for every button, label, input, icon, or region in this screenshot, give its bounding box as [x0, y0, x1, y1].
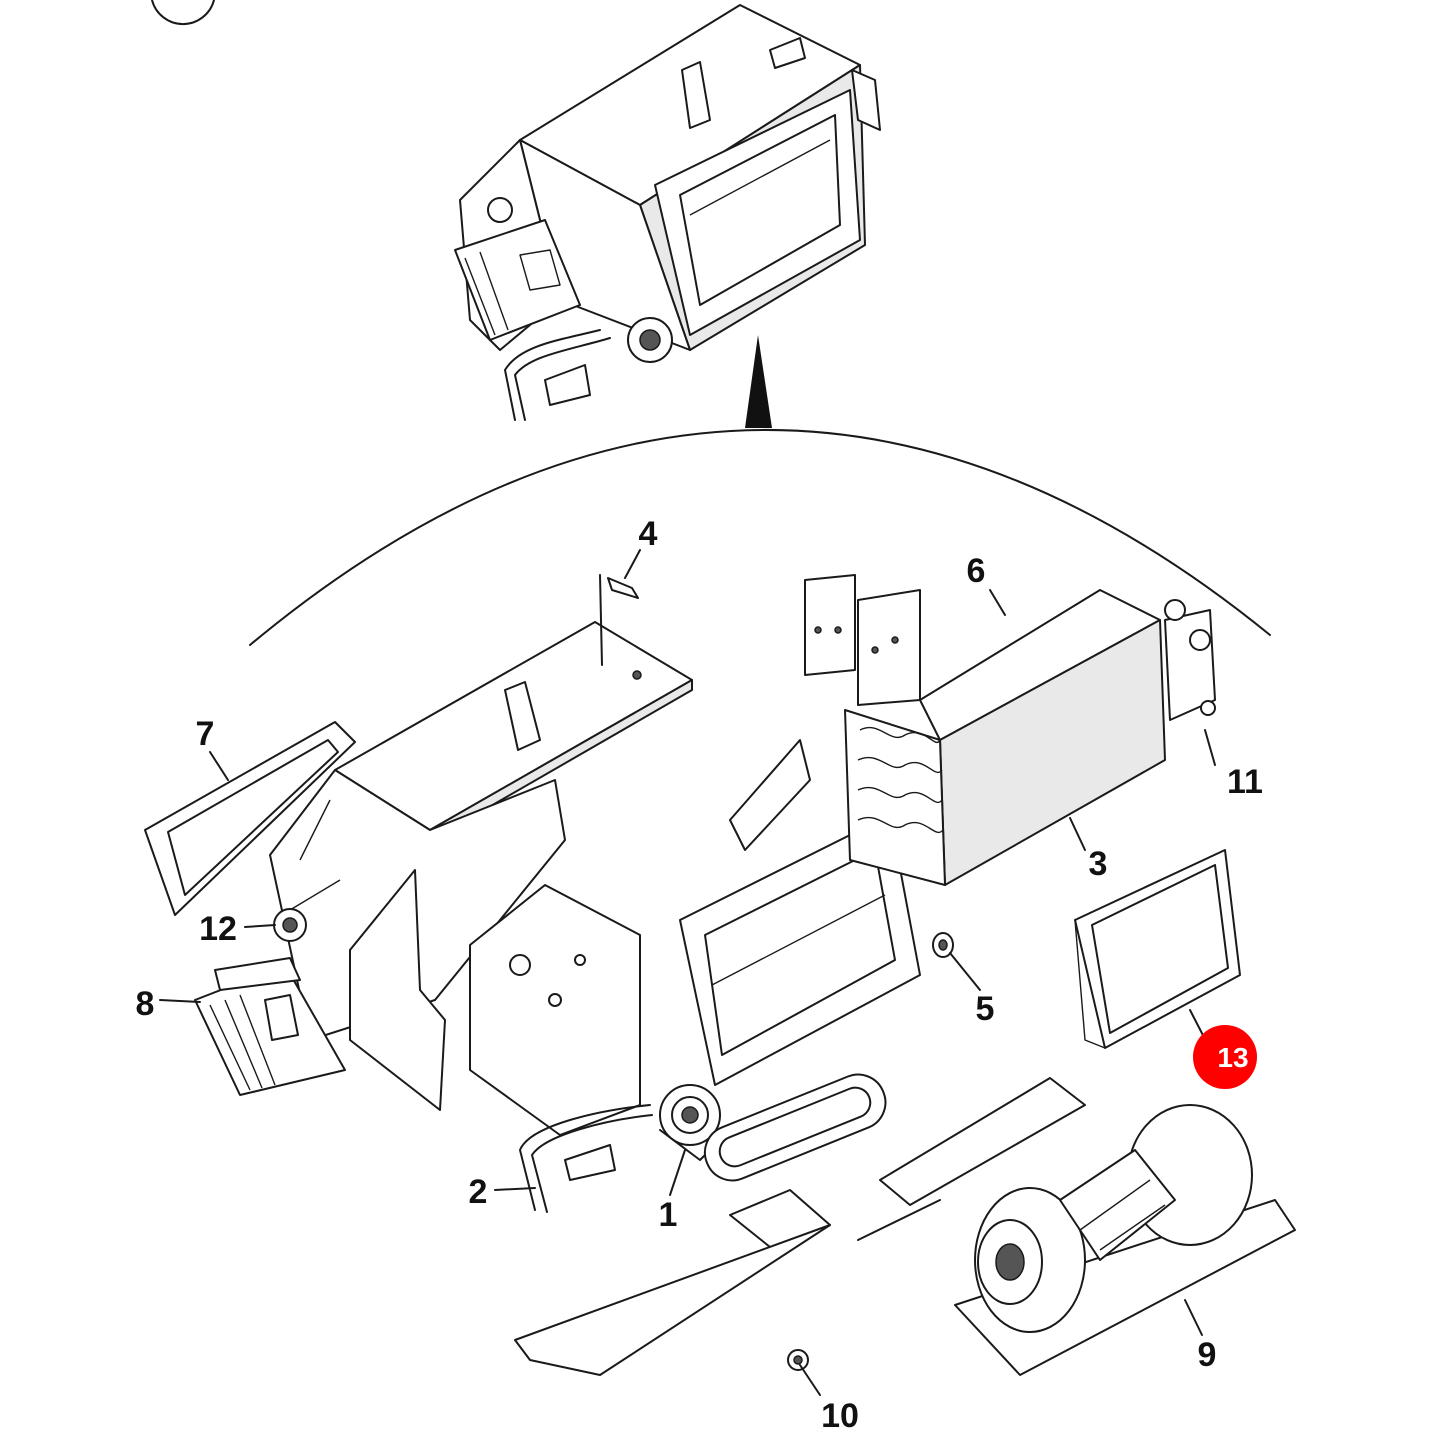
filter-strip-pieces — [514, 1077, 1086, 1376]
housing-left-shell — [269, 621, 693, 1041]
part-7-gasket — [144, 721, 356, 916]
callout-12: 12 — [199, 910, 237, 948]
leader-lines — [159, 549, 1216, 1396]
callout-3: 3 — [1089, 845, 1108, 883]
callout-9: 9 — [1198, 1336, 1217, 1374]
seal-ring — [703, 1073, 887, 1182]
part-2-hose — [519, 1104, 653, 1213]
callout-13-highlight-marker — [1193, 1025, 1257, 1089]
center-door-frame — [679, 739, 921, 1086]
part-10-fastener — [787, 1349, 809, 1371]
callout-1: 1 — [659, 1196, 678, 1234]
part-12-connector — [273, 908, 307, 942]
part-9-blower-assembly — [954, 1104, 1296, 1376]
assembled-hvac-unit — [454, 4, 881, 421]
baffle-plates — [349, 869, 641, 1136]
exploded-view-arc — [249, 429, 1271, 646]
part-1-actuator — [659, 1084, 731, 1161]
callout-6: 6 — [967, 552, 986, 590]
part-4-clip — [599, 574, 639, 666]
part-13-filter — [1074, 849, 1241, 1049]
callout-8: 8 — [136, 985, 155, 1023]
callout-2: 2 — [469, 1173, 488, 1211]
part-6-foam-block-left — [804, 574, 856, 676]
callout-11: 11 — [1227, 763, 1263, 801]
callout-5: 5 — [976, 990, 995, 1028]
callout-4: 4 — [639, 515, 658, 553]
part-5-grommet — [932, 932, 954, 958]
assembled-hose — [504, 329, 601, 421]
part-3-evaporator-core — [804, 574, 1216, 886]
part-6-foam-block-right — [857, 589, 921, 706]
assembled-handle — [681, 61, 711, 129]
assembly-arrow — [745, 335, 772, 428]
housing-handle — [504, 681, 541, 751]
callout-labels: 4 6 7 11 3 12 8 5 2 1 9 10 13 — [136, 515, 1263, 1435]
callout-7: 7 — [196, 715, 215, 753]
callout-10: 10 — [821, 1397, 859, 1435]
part-8-control-box — [194, 957, 346, 1096]
callout-13: 13 — [1217, 1042, 1248, 1073]
corner-circle-fragment — [151, 0, 215, 26]
